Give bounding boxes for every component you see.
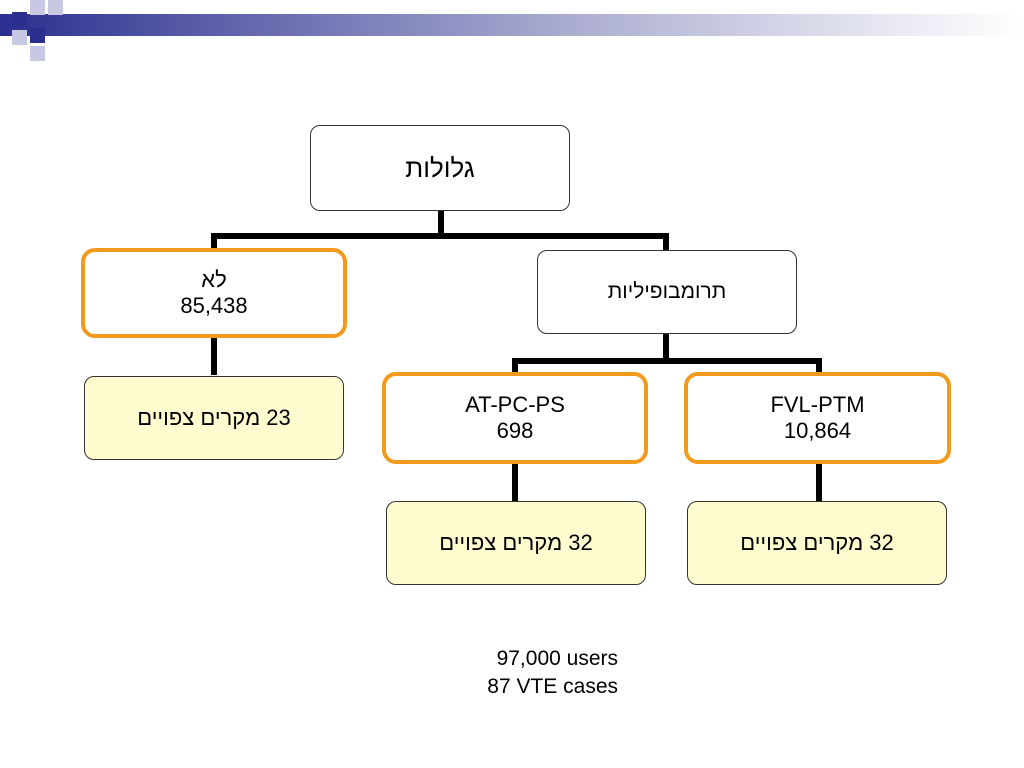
root-label: גלולות [405,153,475,183]
summary-text: 97,000 users 87 VTE cases [487,645,618,701]
connector [211,233,669,239]
connector [816,358,822,374]
at-pc-ps-label: AT-PC-PS [465,392,565,417]
result-no-node: 23 מקרים צפויים [84,376,344,460]
fvl-ptm-node: FVL-PTM 10,864 [684,372,951,464]
connector [663,333,669,363]
result-fvl-node: 32 מקרים צפויים [687,501,947,585]
fvl-ptm-label: FVL-PTM [770,392,865,417]
connector [512,358,822,364]
no-value: 85,438 [180,293,248,318]
no-node: לא 85,438 [81,248,347,338]
result-at-label: 32 מקרים צפויים [439,530,593,555]
result-no-label: 23 מקרים צפויים [137,405,291,430]
fvl-ptm-value: 10,864 [783,418,852,443]
thrombophilia-node: תרומבופיליות [537,250,797,334]
connector [211,233,217,249]
result-fvl-label: 32 מקרים צפויים [740,530,894,555]
thrombophilia-label: תרומבופיליות [607,280,727,303]
connector [438,210,444,238]
connector [512,358,518,374]
header-square [30,46,45,61]
connector [663,233,669,250]
header-square [30,28,45,43]
no-label: לא [201,267,227,292]
connector [512,462,518,502]
result-at-node: 32 מקרים צפויים [386,501,646,585]
summary-cases: 87 VTE cases [487,675,618,698]
connector [211,337,217,375]
connector [816,462,822,502]
at-pc-ps-node: AT-PC-PS 698 [382,372,648,464]
header-square [12,30,27,45]
root-node: גלולות [310,125,570,211]
header-square [12,12,27,27]
summary-users: 97,000 users [496,647,618,670]
header-gradient-bar [0,14,1024,36]
header-square [30,0,45,15]
at-pc-ps-value: 698 [496,418,534,443]
header-square [48,0,63,15]
